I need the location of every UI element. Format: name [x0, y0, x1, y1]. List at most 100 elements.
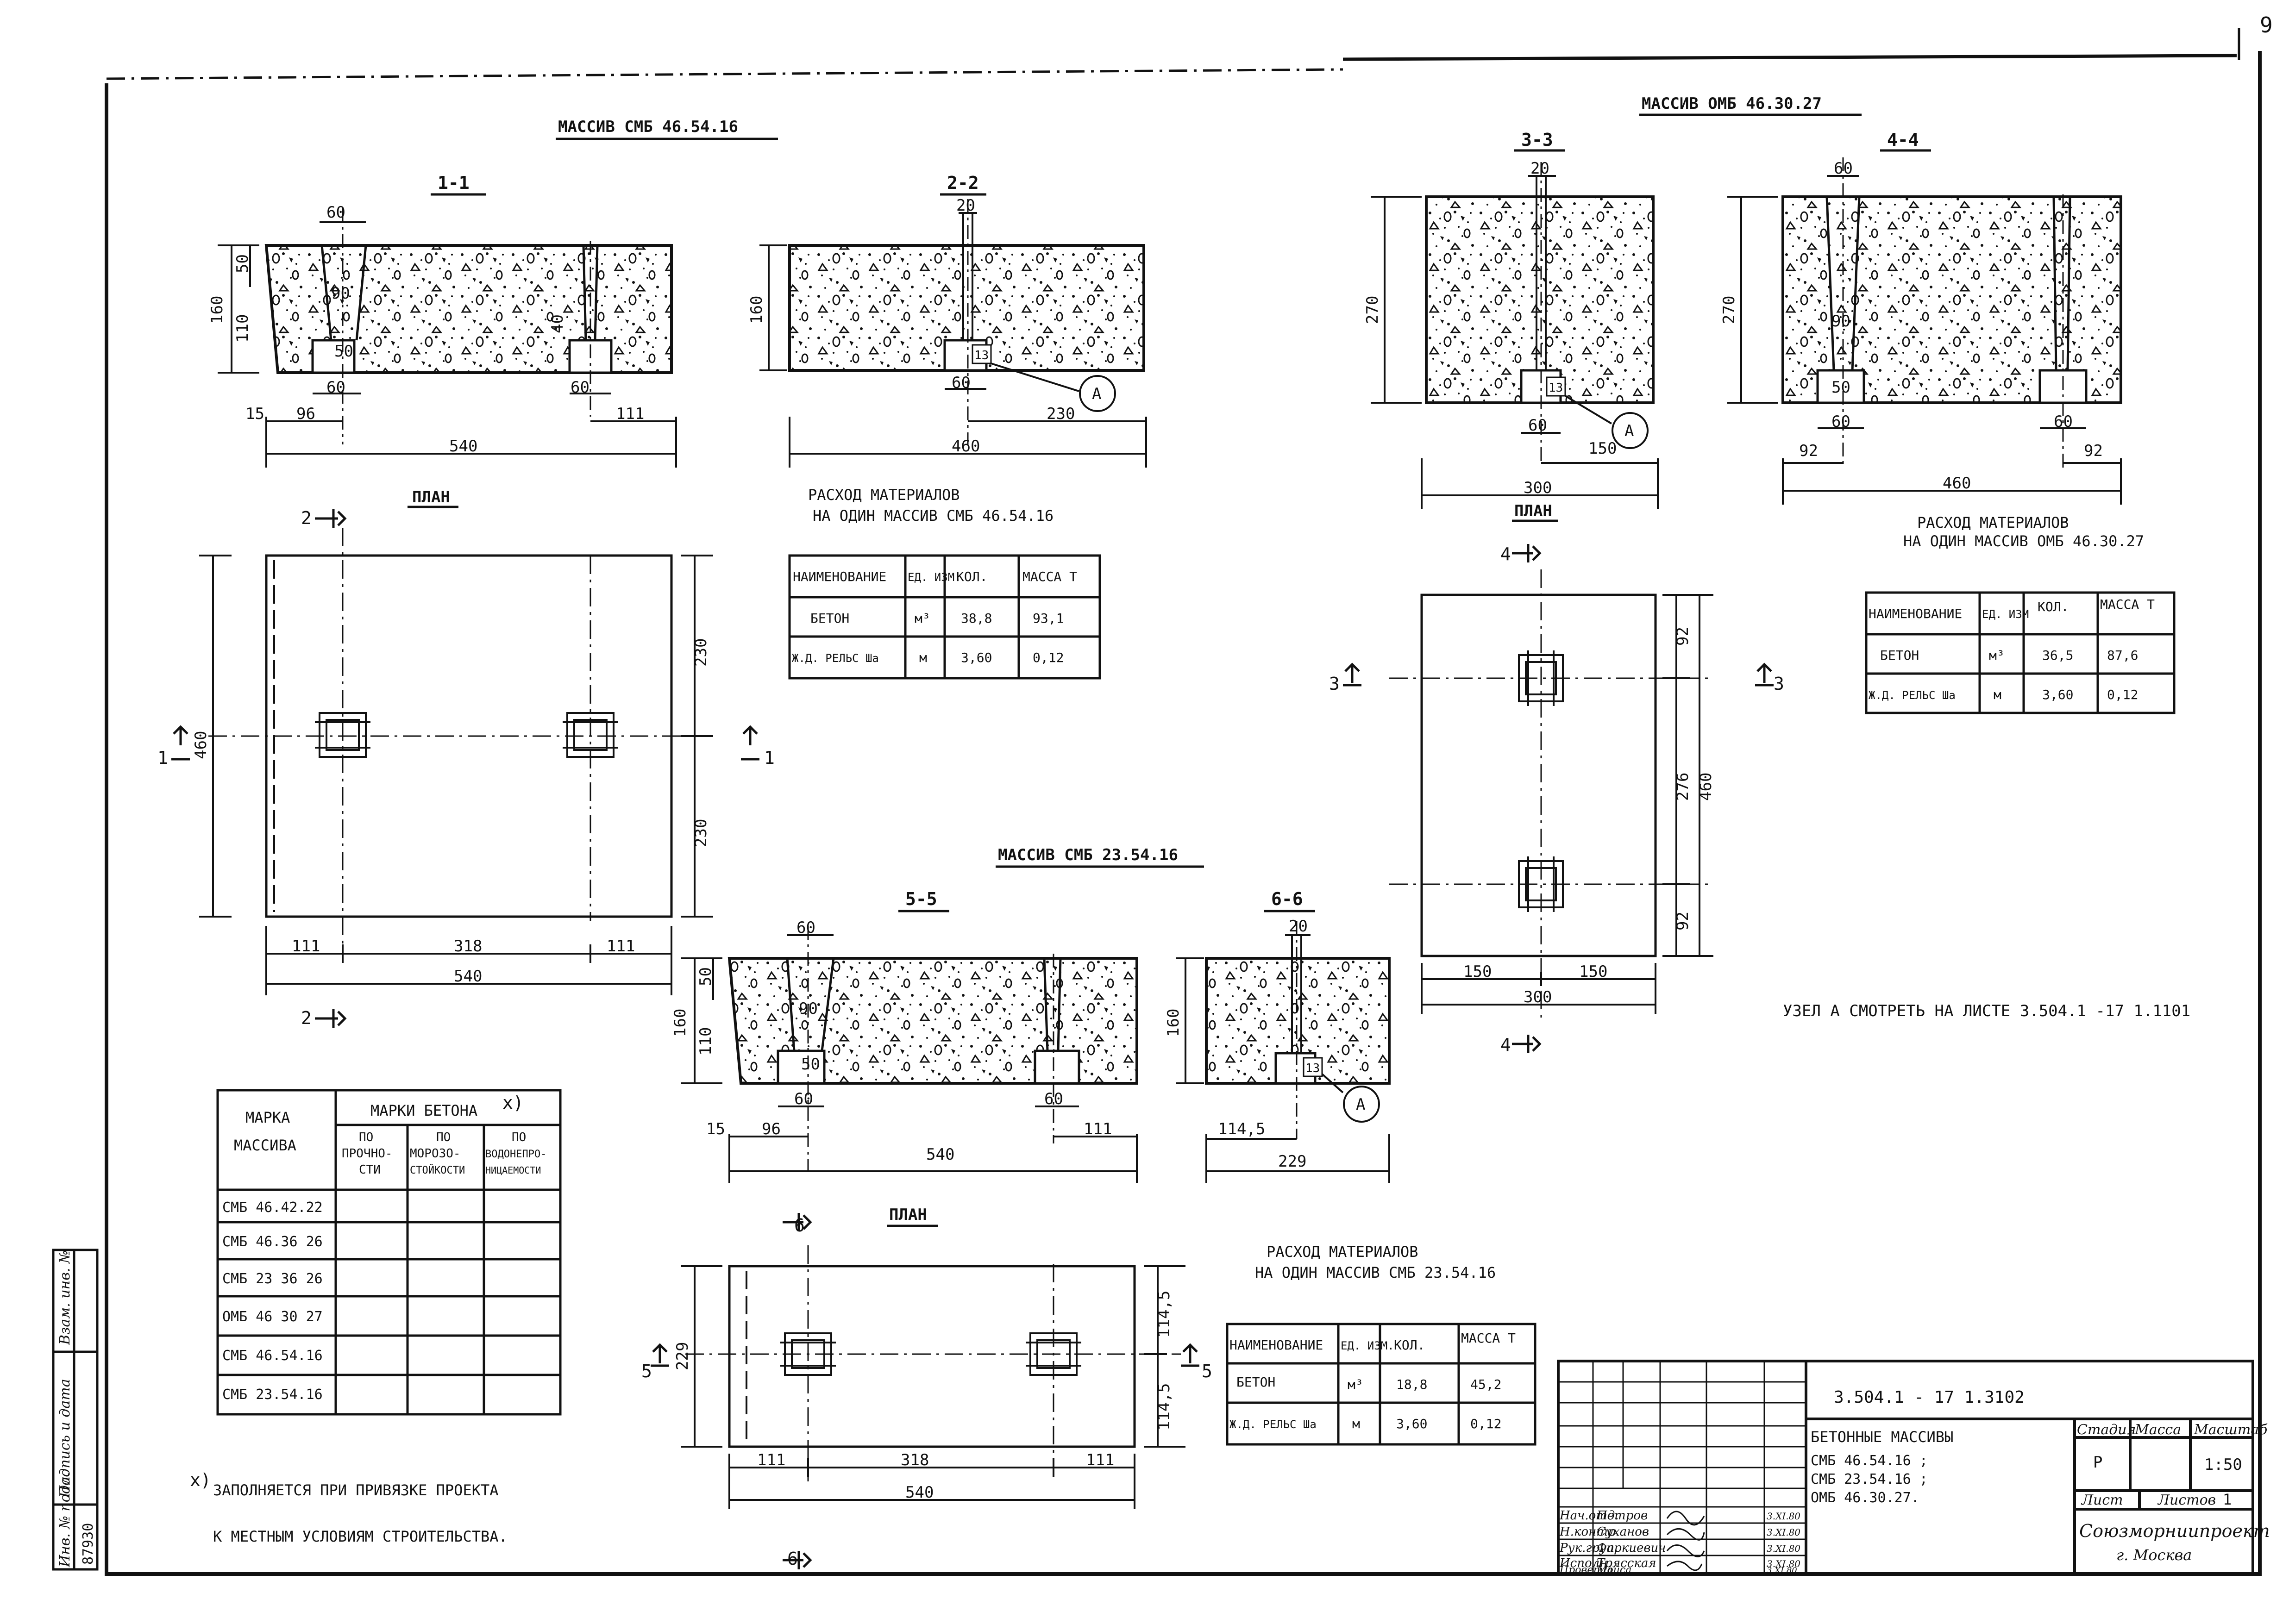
materials-title: РАСХОД МАТЕРИАЛОВ: [808, 486, 960, 504]
signature-name: Мойса: [1596, 1564, 1631, 1576]
dim: 96: [296, 405, 315, 423]
grades-subheader: СТИ: [359, 1163, 381, 1177]
dim: 15: [706, 1120, 725, 1138]
section-label: 6-6: [1271, 889, 1303, 909]
dim: 160: [747, 296, 766, 324]
cell: 93,1: [1033, 611, 1064, 626]
dim: 92: [1674, 627, 1692, 646]
dim: 60: [952, 374, 971, 392]
dim: 110: [233, 314, 252, 343]
grades-subheader: МОРОЗО-: [410, 1147, 461, 1161]
dim: 270: [1363, 296, 1382, 324]
cell: м: [919, 650, 927, 665]
dim: 318: [454, 937, 482, 956]
dim: 229: [673, 1342, 692, 1370]
cut-mark: 2: [301, 1008, 312, 1028]
dim: 50: [1831, 378, 1850, 397]
plan-label: ПЛАН: [1514, 502, 1552, 520]
massif2-plan: ПЛАН 4 4 3 3 92 276 460 92 150 1: [1329, 502, 1784, 1055]
dim: 90: [799, 999, 818, 1018]
signature-name: Петров: [1596, 1509, 1648, 1523]
dim: 111: [616, 405, 644, 423]
plan-label: ПЛАН: [412, 488, 450, 506]
dim: 60: [326, 203, 345, 222]
section-label: 5-5: [905, 889, 937, 909]
dim: 111: [607, 937, 635, 956]
cell: 18,8: [1396, 1377, 1427, 1392]
dim: 90: [331, 284, 350, 303]
cut-mark: 5: [1202, 1361, 1212, 1381]
cut-mark: 1: [157, 748, 168, 768]
dim: 270: [1720, 296, 1738, 324]
header-cell: ЕД. ИЗМ.: [1341, 1339, 1394, 1352]
massif3-section-5-5: 5-5 60 50 110 160 90 50 60 60 15 96 111 …: [671, 889, 1138, 1183]
document-subtitle: ОМБ 46.30.27.: [1811, 1490, 1919, 1506]
cut-mark: 6: [787, 1549, 798, 1569]
materials-title: НА ОДИН МАССИВ СМБ 46.54.16: [813, 507, 1054, 525]
dim: 540: [454, 967, 482, 986]
node-callout: А: [1356, 1095, 1365, 1114]
dim: 114,5: [1155, 1383, 1173, 1430]
grades-subheader: ПО: [512, 1131, 526, 1144]
dim: 230: [1047, 405, 1075, 423]
cut-mark: 3: [1329, 674, 1340, 694]
massif3-section-6-6: 6-6 20 160 13 114,5 229 А: [1164, 889, 1391, 1183]
dim: 111: [757, 1451, 785, 1469]
signature-date: 3.XI.80: [1767, 1527, 1800, 1538]
scale-label: Масштаб: [2194, 1422, 2268, 1438]
dim: 60: [794, 1090, 813, 1108]
header-cell: КОЛ.: [1394, 1337, 1425, 1353]
massif1-materials: РАСХОД МАТЕРИАЛОВ НА ОДИН МАССИВ СМБ 46.…: [788, 486, 1101, 680]
signature-name: Трясская: [1597, 1556, 1656, 1570]
section-label: 4-4: [1887, 130, 1919, 150]
footnote-line1: ЗАПОЛНЯЕТСЯ ПРИ ПРИВЯЗКЕ ПРОЕКТА: [213, 1481, 499, 1499]
dim: 300: [1524, 479, 1552, 497]
stage-label: Стадия: [2077, 1422, 2136, 1438]
signature-role: Исполн.: [1559, 1556, 1612, 1570]
massif1-plan: ПЛАН 2 2 1 1 460 230 230 111 318: [157, 488, 775, 1028]
section-label: 1-1: [438, 173, 470, 193]
cell: 0,12: [1470, 1416, 1501, 1431]
header-cell: НАИМЕНОВАНИЕ: [1229, 1337, 1323, 1353]
dim: 160: [1164, 1009, 1183, 1037]
footnote-marker: х): [190, 1470, 211, 1490]
dim: 96: [762, 1120, 781, 1138]
cut-mark: 5: [641, 1361, 652, 1381]
sheet-label: Лист: [2081, 1492, 2123, 1508]
cut-mark: 3: [1774, 674, 1784, 694]
signature-date: 3.XI.80: [1767, 1511, 1800, 1522]
document-subtitle: СМБ 46.54.16 ;: [1811, 1453, 1928, 1469]
dim: 60: [796, 918, 815, 937]
cell: БЕТОН: [1236, 1374, 1275, 1390]
cut-mark: 4: [1500, 544, 1511, 564]
dim: 13: [1305, 1062, 1320, 1075]
plan-label: ПЛАН: [889, 1206, 927, 1224]
header-cell: НАИМЕНОВАНИЕ: [1869, 606, 1962, 621]
dim: 318: [901, 1451, 929, 1469]
grades-col-mark: МАССИВА: [234, 1137, 296, 1154]
cell: 38,8: [961, 611, 992, 626]
dim: 114,5: [1155, 1291, 1173, 1338]
cell: Ж.Д. РЕЛЬС Ша: [792, 652, 879, 665]
grades-footnote-mark: х): [502, 1093, 524, 1113]
massif1-title: МАССИВ СМБ 46.54.16: [558, 118, 738, 136]
header-cell: ЕД. ИЗМ.: [908, 571, 961, 584]
cell: м: [1352, 1416, 1360, 1431]
materials-title: НА ОДИН МАССИВ СМБ 23.54.16: [1255, 1264, 1496, 1281]
document-subtitle: СМБ 23.54.16 ;: [1811, 1471, 1928, 1487]
dim: 150: [1579, 962, 1607, 981]
dim: 540: [926, 1145, 954, 1164]
document-title: БЕТОННЫЕ МАССИВЫ: [1811, 1428, 1953, 1446]
dim: 111: [1084, 1120, 1112, 1138]
grades-subheader: ПРОЧНО-: [342, 1147, 393, 1161]
header-cell: ЕД. ИЗМ: [1982, 608, 2029, 621]
stamp-label: Взам. инв. №: [57, 1250, 73, 1345]
dim: 20: [1289, 917, 1308, 936]
signature-role: Н.контр.: [1559, 1525, 1619, 1539]
cell: м³: [1348, 1377, 1363, 1392]
dim: 60: [571, 378, 589, 397]
sheets-value: 1: [2223, 1491, 2232, 1508]
grades-row-mark: СМБ 46.54.16: [222, 1348, 323, 1364]
dim: 460: [192, 731, 210, 759]
dim: 40: [548, 314, 567, 333]
